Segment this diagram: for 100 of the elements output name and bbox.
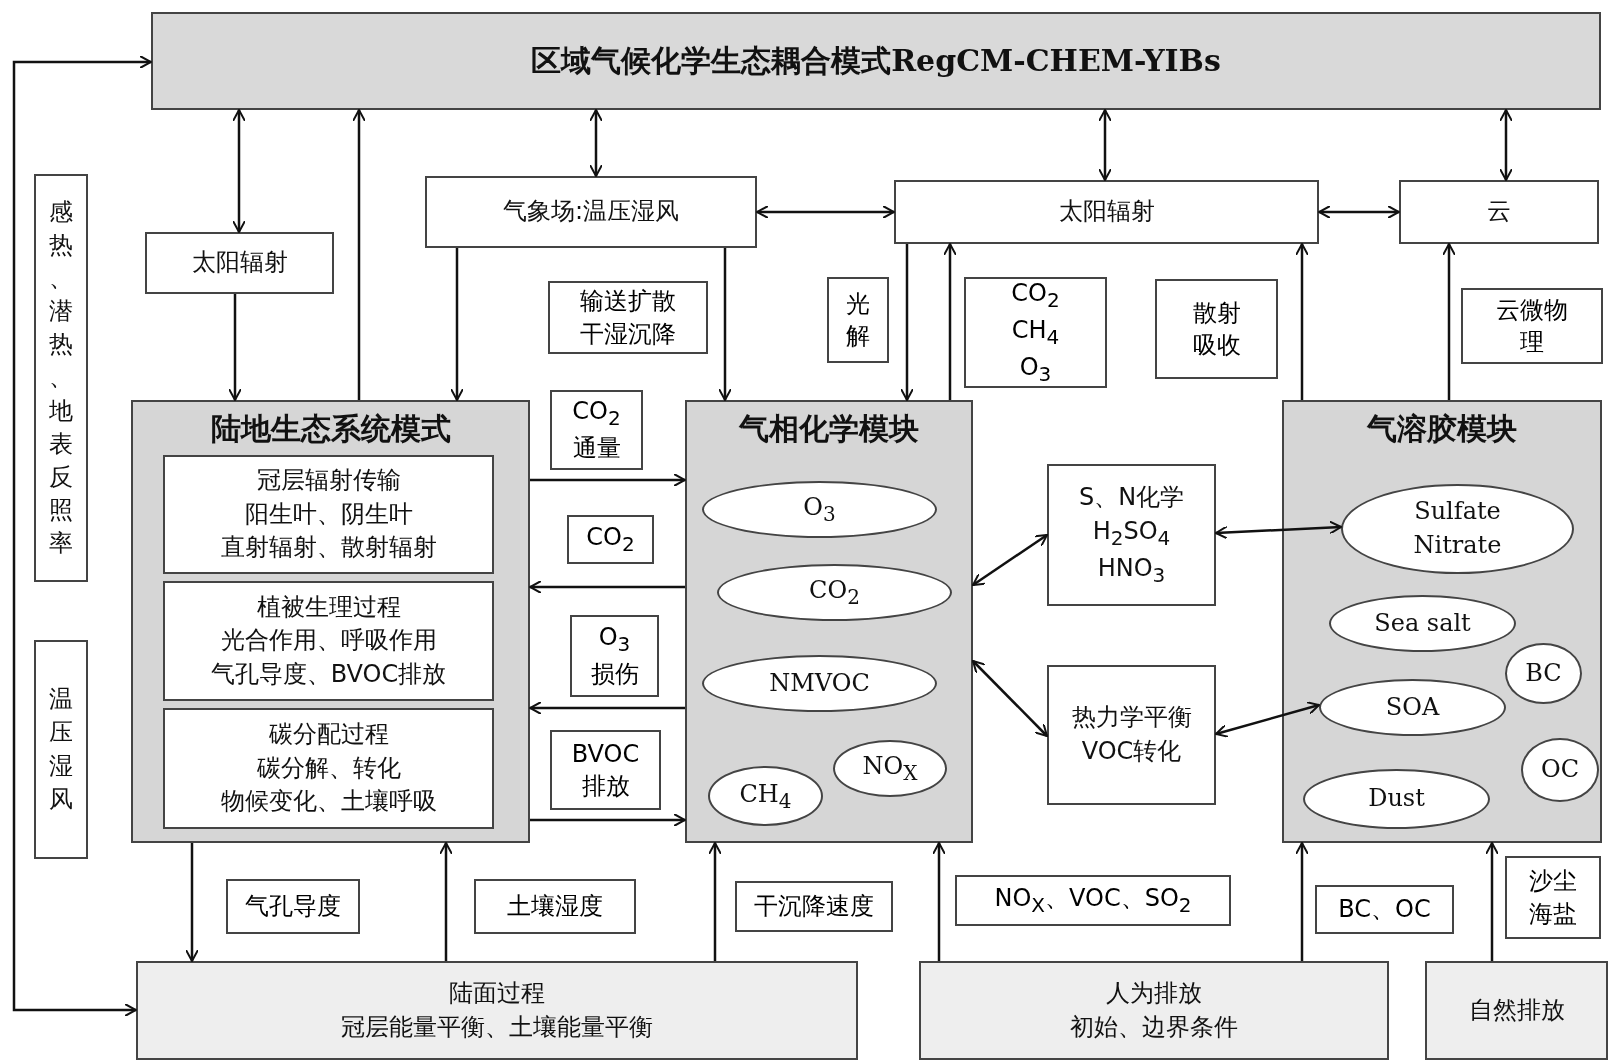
arrow — [352, 109, 366, 400]
process-box — [163, 708, 494, 829]
box-text: NO$_{X}$ — [862, 751, 918, 787]
edge-label: NO$_{X}$、VOC、SO$_{2}$ — [955, 875, 1231, 926]
process-box — [163, 581, 494, 701]
box-text: BC — [1525, 657, 1562, 689]
arrow — [943, 243, 957, 400]
arrow — [932, 842, 946, 961]
edge-label: 气孔导度 — [226, 879, 360, 934]
process-box — [145, 232, 334, 294]
arrow — [228, 294, 242, 401]
box-text: 冠层能量平衡、土壤能量平衡 — [341, 1011, 653, 1043]
arrow — [1499, 109, 1513, 181]
side-box — [34, 640, 88, 859]
edge-label: 云微物理 — [1461, 288, 1603, 364]
arrow — [1295, 243, 1309, 400]
box-text: 太阳辐射 — [191, 247, 288, 279]
panel-title: 气溶胶模块 — [1367, 410, 1517, 448]
side-box — [34, 174, 88, 582]
arrow — [12, 55, 152, 1017]
box-text: SOA — [1385, 691, 1440, 723]
arrow — [450, 248, 464, 401]
module-panel — [685, 400, 973, 843]
arrow — [439, 842, 453, 961]
arrow — [708, 842, 722, 961]
box-text: 碳分配过程 — [268, 719, 389, 751]
box-text: 区域气候化学生态耦合模式RegCM-CHEM-YIBs — [531, 42, 1221, 80]
arrow — [529, 701, 685, 715]
box-text: CH$_{4}$ — [739, 778, 792, 815]
box-text: 阳生叶、阴生叶 — [244, 498, 413, 530]
arrow — [232, 109, 246, 233]
box-text: 热力学平衡 — [1071, 702, 1192, 734]
model-banner — [151, 12, 1601, 110]
box-text: 气孔导度、BVOC排放 — [210, 658, 447, 690]
arrow — [1318, 205, 1400, 219]
box-text: NMVOC — [769, 667, 870, 699]
input-box — [136, 961, 858, 1060]
edge-label: 输送扩散干湿沉降 — [548, 281, 708, 354]
arrow — [900, 244, 914, 401]
arrow — [530, 813, 686, 827]
box-text: 物候变化、土壤呼吸 — [220, 786, 437, 818]
arrow — [530, 473, 686, 487]
process-box — [1047, 665, 1216, 805]
box-text: Dust — [1368, 783, 1425, 815]
process-box — [894, 180, 1319, 244]
edge-label: 散射吸收 — [1155, 279, 1278, 379]
input-box — [919, 961, 1389, 1060]
box-text: Sea salt — [1374, 607, 1471, 639]
edge-label: 土壤湿度 — [474, 879, 636, 934]
module-panel — [131, 400, 530, 843]
arrow — [1215, 520, 1342, 540]
panel-title: 陆地生态系统模式 — [210, 410, 451, 448]
box-text: 冠层辐射传输 — [256, 465, 401, 497]
arrow — [972, 533, 1048, 587]
box-text: 自然排放 — [1468, 994, 1565, 1026]
arrow — [589, 109, 603, 177]
box-text: S、N化学 — [1078, 482, 1185, 514]
process-box — [1047, 464, 1216, 606]
box-text: OC — [1540, 754, 1579, 786]
box-text: Sulfate — [1414, 496, 1501, 528]
module-panel — [1282, 400, 1602, 843]
box-text: 云 — [1487, 196, 1511, 228]
input-box — [1425, 961, 1608, 1060]
arrow — [1442, 243, 1456, 400]
arrow — [1295, 842, 1309, 961]
box-text: 温压湿风 — [48, 684, 74, 815]
arrow — [718, 248, 732, 401]
edge-label: BC、OC — [1315, 885, 1454, 934]
box-text: CO$_{2}$ — [809, 575, 860, 611]
arrow — [185, 843, 199, 962]
process-box — [163, 455, 494, 574]
panel-title: 气相化学模块 — [739, 410, 919, 448]
edge-label: CO$_{2}$ CH$_{4}$ O$_{3}$ — [964, 277, 1107, 388]
box-text: 人为排放 — [1106, 977, 1202, 1009]
edge-label: BVOC 排放 — [550, 730, 661, 810]
edge-label: O$_{3}$ 损伤 — [570, 615, 659, 697]
process-box — [425, 176, 757, 248]
box-text: VOC转化 — [1081, 736, 1182, 767]
arrow — [972, 660, 1048, 737]
arrow — [1485, 842, 1499, 961]
box-text: 碳分解、转化 — [256, 752, 401, 784]
edge-label: 光解 — [827, 277, 889, 363]
box-text: O$_{3}$ — [803, 492, 836, 528]
box-text: 初始、边界条件 — [1070, 1011, 1238, 1043]
box-text: 气象场:温压湿风 — [502, 196, 680, 228]
box-text: 陆面过程 — [449, 977, 545, 1009]
box-text: 植被生理过程 — [256, 591, 401, 623]
process-box — [1399, 180, 1599, 244]
arrow — [1098, 109, 1112, 181]
edge-label: 干沉降速度 — [735, 881, 893, 932]
box-text: 光合作用、呼吸作用 — [220, 625, 437, 657]
box-text: Nitrate — [1413, 530, 1502, 561]
box-text: 感热、潜热、地表反照率 — [48, 196, 74, 559]
box-text: 太阳辐射 — [1058, 196, 1155, 228]
edge-label: CO$_{2}$ — [567, 515, 654, 564]
box-text: 直射辐射、散射辐射 — [220, 532, 437, 564]
arrow — [756, 205, 895, 219]
arrow — [1215, 701, 1320, 738]
edge-label: 沙尘海盐 — [1505, 856, 1601, 939]
box-text: HNO$_{3}$ — [1097, 552, 1166, 589]
